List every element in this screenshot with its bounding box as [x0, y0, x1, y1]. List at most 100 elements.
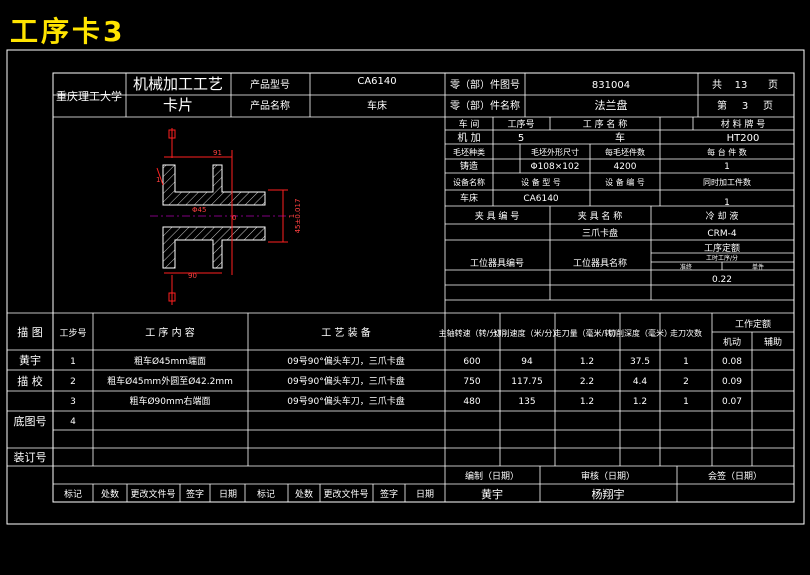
- process-no-label: 工序号: [507, 118, 534, 130]
- review-value: 杨翔宇: [592, 487, 625, 501]
- page-title: 工序卡3: [10, 15, 126, 48]
- compile-value: 黄宇: [481, 487, 503, 501]
- product-name-label: 产品名称: [250, 99, 290, 112]
- blank-type-label: 毛坯种类: [453, 147, 485, 157]
- equip-name-value: 车床: [460, 192, 478, 204]
- step-machine-time: 0.08: [722, 357, 742, 367]
- footer-signature-1: 签字: [186, 488, 204, 500]
- sign-label: 会签（日期）: [708, 470, 762, 482]
- cut-speed-header: 切削速度（米/分）: [494, 328, 561, 338]
- step-content: 粗车Ø45mm外圆至Ø42.2mm: [107, 375, 233, 387]
- card-title-line2: 卡片: [163, 96, 193, 114]
- table-row: 4: [70, 417, 76, 427]
- table-row: 2 粗车Ø45mm外圆至Ø42.2mm 09号90°偏头车刀，三爪卡盘 750 …: [70, 375, 742, 387]
- blank-size-label: 毛坯外形尺寸: [531, 147, 579, 157]
- equip-no-label: 设 备 编 号: [605, 177, 645, 187]
- dim-phi: Φ45: [192, 206, 206, 214]
- footer-mark-2: 标记: [257, 488, 275, 500]
- passes-header: 走刀次数: [670, 328, 702, 338]
- footer-date-1: 日期: [219, 489, 237, 500]
- blank-size-value: Φ108×102: [531, 162, 580, 172]
- footer-change-doc-2: 更改文件号: [323, 488, 368, 500]
- speed-header: 主轴转速（转/分）: [439, 328, 506, 338]
- step-feed: 2.2: [580, 377, 594, 387]
- blank-count-value: 4200: [614, 162, 637, 172]
- prep-label: 准终: [680, 263, 692, 271]
- per-unit-label: 每 台 件 数: [707, 147, 747, 157]
- check-label: 描 校: [17, 374, 43, 388]
- dim-center: 0: [232, 214, 236, 222]
- part-no-value: 831004: [592, 80, 630, 91]
- per-unit-value: 1: [724, 162, 730, 172]
- review-label: 审核（日期）: [581, 470, 635, 482]
- step-machine-time: 0.09: [722, 377, 742, 387]
- simul-value: 1: [724, 198, 730, 208]
- footer-count-2: 处数: [295, 488, 313, 500]
- step-cut-speed: 135: [518, 397, 535, 407]
- step-no: 4: [70, 417, 76, 427]
- dim-left: 1: [156, 176, 160, 184]
- footer-date-2: 日期: [416, 489, 434, 500]
- step-equip: 09号90°偏头车刀，三爪卡盘: [287, 355, 404, 367]
- step-equip: 09号90°偏头车刀，三爪卡盘: [287, 375, 404, 387]
- fixture-name-label: 夹 具 名 称: [578, 210, 623, 222]
- footer-change-doc-1: 更改文件号: [130, 488, 175, 500]
- part-name-label: 零（部）件名称: [450, 99, 520, 112]
- blank-type-value: 铸造: [460, 160, 478, 172]
- unit-label: 单件: [752, 263, 764, 271]
- dim-top: 91: [213, 149, 222, 157]
- fixture-name-value: 三爪卡盘: [582, 227, 618, 239]
- step-content: 粗车Ø90mm右端面: [129, 395, 210, 407]
- step-machine-time: 0.07: [722, 397, 742, 407]
- header-grid: [7, 73, 794, 502]
- equip-model-label: 设 备 型 号: [521, 177, 561, 187]
- card-title-line1: 机械加工工艺: [133, 75, 223, 93]
- step-no-header: 工步号: [59, 328, 86, 339]
- workshop-label: 车 间: [459, 118, 480, 130]
- page-unit: 页: [763, 100, 773, 112]
- step-depth: 4.4: [633, 377, 648, 387]
- step-content: 粗车Ø45mm端面: [134, 355, 206, 367]
- step-speed: 600: [463, 357, 480, 367]
- dim-bottom: 90: [188, 272, 197, 280]
- step-speed: 480: [463, 397, 480, 407]
- step-equip: 09号90°偏头车刀，三爪卡盘: [287, 395, 404, 407]
- simul-label: 同时加工件数: [703, 177, 751, 187]
- machine-header: 机动: [723, 336, 741, 348]
- bind-no-label: 装订号: [14, 451, 47, 464]
- material-value: HT200: [727, 133, 760, 144]
- sketch-label: 描 图: [17, 325, 43, 339]
- page-value: 3: [742, 101, 748, 112]
- process-no-value: 5: [518, 133, 524, 144]
- equipment-header: 工 艺 装 备: [321, 326, 371, 339]
- step-passes: 2: [683, 377, 689, 387]
- coolant-label: 冷 却 液: [706, 210, 739, 222]
- table-row: 1 粗车Ø45mm端面 09号90°偏头车刀，三爪卡盘 600 94 1.2 3…: [70, 355, 742, 367]
- equip-name-label: 设备名称: [453, 177, 485, 187]
- table-row: 3 粗车Ø90mm右端面 09号90°偏头车刀，三爪卡盘 480 135 1.2…: [70, 395, 742, 407]
- part-name-value: 法兰盘: [595, 98, 628, 112]
- quota-sub-label: 工时工序/分: [706, 254, 738, 262]
- aux-header: 辅助: [764, 336, 782, 348]
- page-label: 第: [717, 99, 727, 112]
- footer-mark-1: 标记: [64, 488, 82, 500]
- step-feed: 1.2: [580, 357, 594, 367]
- step-depth: 1.2: [633, 397, 647, 407]
- equip-model-value: CA6140: [523, 194, 559, 204]
- base-no-label: 底图号: [14, 414, 47, 428]
- step-cut-speed: 94: [521, 357, 533, 367]
- step-no: 2: [70, 377, 76, 387]
- school-name: 重庆理工大学: [56, 89, 122, 103]
- inner-frame: [52, 72, 795, 503]
- dim-small: 1: [288, 214, 296, 218]
- tracer-name: 黄宇: [19, 353, 41, 367]
- part-no-label: 零（部）件图号: [450, 78, 520, 91]
- outer-frame: [6, 49, 805, 525]
- total-value: 13: [735, 80, 748, 91]
- depth-header: 切削深度（毫米）: [608, 328, 672, 338]
- footer-count-1: 处数: [101, 488, 119, 500]
- product-model-value: CA6140: [357, 76, 396, 87]
- step-passes: 1: [683, 357, 689, 367]
- dim-side: 45±0.017: [294, 199, 302, 234]
